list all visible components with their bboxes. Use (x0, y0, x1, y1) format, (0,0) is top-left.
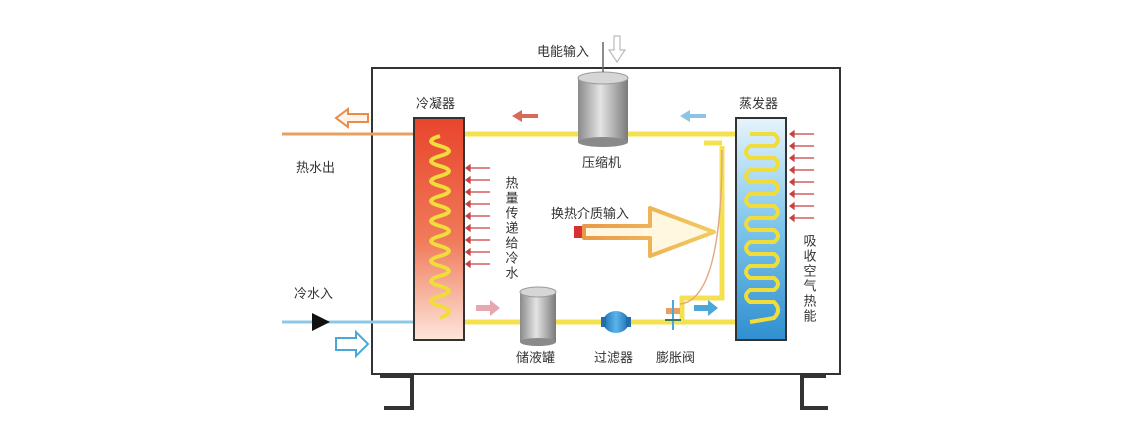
power-input-arrow (607, 35, 627, 64)
power-input-label: 电能输入 (537, 44, 589, 60)
compressor-label: 压缩机 (582, 155, 621, 171)
left-leg (380, 374, 414, 410)
right-leg (800, 374, 828, 410)
medium-input-arrow (582, 206, 716, 258)
bottom-flow-arrow-blue (694, 300, 718, 316)
hot-water-out-label: 热水出 (296, 161, 335, 176)
bottom-flow-arrow-pink (476, 300, 500, 316)
medium-input-label: 换热介质输入 (551, 206, 629, 222)
heat-transfer-label: 热量传递给冷水 (503, 176, 519, 281)
expansion-valve (665, 300, 681, 330)
cold-water-in-label: 冷水入 (294, 287, 333, 302)
expansion-capillary (679, 149, 723, 305)
hot-water-out-arrow (334, 107, 369, 129)
medium-input-source (574, 226, 584, 238)
cold-water-flow-arrow (335, 329, 370, 359)
condenser-label: 冷凝器 (416, 96, 455, 112)
condenser-coil (429, 134, 451, 320)
cold-water-in-arrow (312, 313, 330, 331)
top-flow-arrow-blue (680, 110, 706, 122)
top-flow-arrow-red (512, 110, 538, 122)
expansion-valve-label: 膨胀阀 (656, 351, 695, 366)
evaporator-coil (744, 132, 780, 324)
filter-label: 过滤器 (594, 351, 633, 366)
absorb-air-heat-label: 吸收空气热能 (801, 234, 817, 324)
liquid-tank-label: 储液罐 (516, 351, 555, 366)
evaporator-label: 蒸发器 (739, 96, 778, 112)
liquid-tank (519, 286, 557, 346)
compressor (577, 42, 629, 147)
heat-transfer-arrows (465, 163, 490, 269)
filter (601, 311, 631, 333)
air-heat-arrows (789, 129, 814, 223)
